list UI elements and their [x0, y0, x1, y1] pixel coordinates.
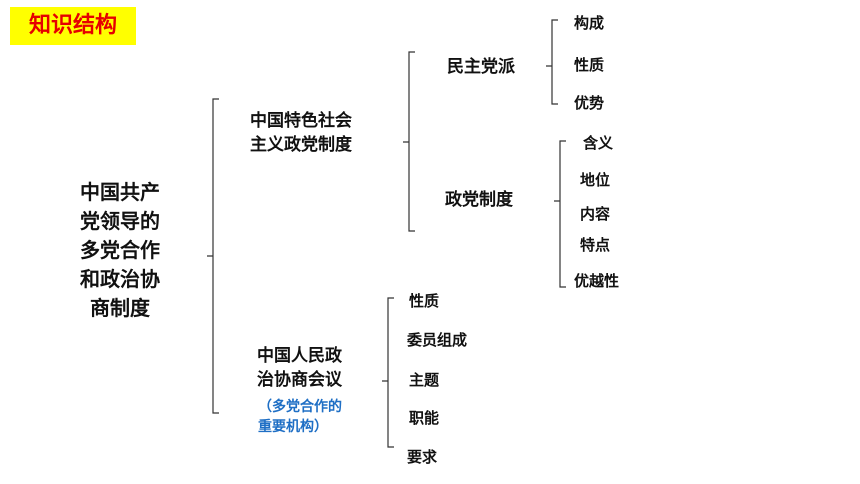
- party-system-bracket: [554, 140, 566, 288]
- sub-democratic-parties: 民主党派: [447, 57, 515, 77]
- leaf-b-theme: 主题: [409, 371, 440, 389]
- branch-a-bracket: [403, 51, 415, 232]
- branch-b-bracket: [382, 297, 394, 448]
- leaf-composition: 构成: [574, 14, 605, 32]
- leaf-b-nature: 性质: [409, 292, 440, 310]
- leaf-b-functions: 职能: [409, 409, 440, 427]
- root-bracket: [207, 98, 219, 414]
- leaf-nature: 性质: [574, 56, 605, 74]
- root-node: 中国共产 党领导的 多党合作 和政治协 商制度: [80, 180, 160, 320]
- title-badge: 知识结构: [10, 7, 136, 45]
- leaf-b-members: 委员组成: [407, 331, 468, 349]
- leaf-status: 地位: [580, 171, 611, 189]
- democratic-parties-bracket: [546, 19, 558, 105]
- branch-b-note: （多党合作的 重要机构）: [258, 399, 342, 435]
- leaf-meaning: 含义: [583, 134, 614, 152]
- leaf-superiority: 优越性: [574, 272, 620, 290]
- title-badge-text: 知识结构: [28, 13, 117, 38]
- leaf-b-requirements: 要求: [407, 448, 438, 466]
- branch-b-label: 中国人民政 治协商会议: [257, 346, 342, 390]
- leaf-content: 内容: [580, 205, 611, 223]
- branch-a-label: 中国特色社会 主义政党制度: [250, 111, 352, 155]
- leaf-advantage: 优势: [574, 94, 605, 112]
- sub-party-system: 政党制度: [445, 190, 513, 210]
- leaf-features: 特点: [580, 236, 611, 254]
